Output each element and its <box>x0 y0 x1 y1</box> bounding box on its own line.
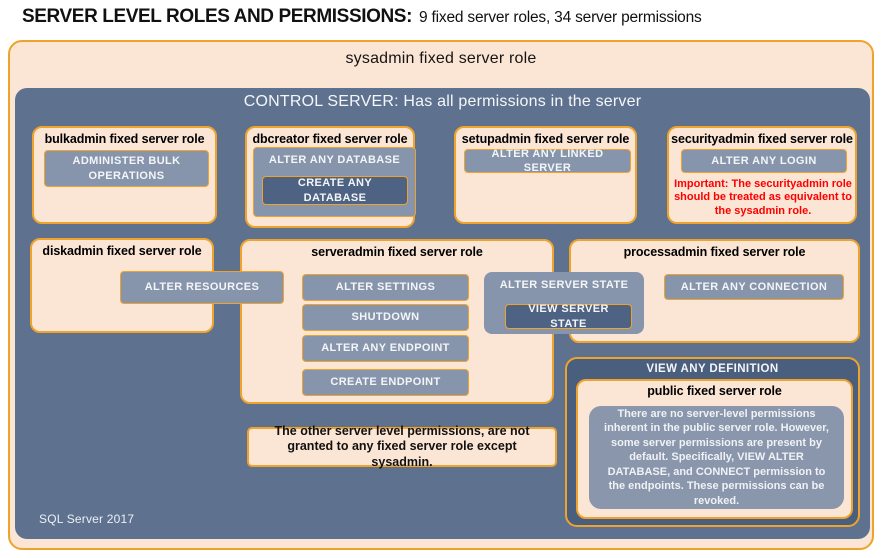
diskadmin-role-title: diskadmin fixed server role <box>42 244 202 258</box>
permission-alter-any-linked-server: ALTER ANY LINKED SERVER <box>464 148 631 174</box>
permission-alter-any-database-label: ALTER ANY DATABASE <box>268 154 401 166</box>
dbcreator-role-box: dbcreator fixed server role ALTER ANY DA… <box>245 126 416 228</box>
permission-alter-server-state-group: ALTER SERVER STATE VIEW SERVER STATE <box>484 272 644 334</box>
permission-view-server-state: VIEW SERVER STATE <box>505 303 632 330</box>
permission-alter-any-connection: ALTER ANY CONNECTION <box>664 274 844 300</box>
page-title: SERVER LEVEL ROLES AND PERMISSIONS: 9 fix… <box>22 6 702 28</box>
view-any-definition-box: VIEW ANY DEFINITION public fixed server … <box>565 357 860 527</box>
permission-alter-settings: ALTER SETTINGS <box>302 274 469 301</box>
other-permissions-note-box: The other server level permissions, are … <box>247 424 557 469</box>
serveradmin-role-box: serveradmin fixed server role ALTER SETT… <box>240 239 554 404</box>
sql-server-version-label: SQL Server 2017 <box>39 512 135 526</box>
page-title-detail: 9 fixed server roles, 34 server permissi… <box>419 9 702 26</box>
dbcreator-role-title: dbcreator fixed server role <box>252 132 408 146</box>
securityadmin-warning-text: Important: The securityadmin role should… <box>674 178 852 217</box>
setupadmin-role-title: setupadmin fixed server role <box>461 132 630 146</box>
permission-administer-bulk-operations: ADMINISTER BULK OPERATIONS <box>44 150 209 187</box>
bulkadmin-role-box: bulkadmin fixed server role ADMINISTER B… <box>32 126 217 224</box>
processadmin-role-title: processadmin fixed server role <box>623 245 806 259</box>
control-server-title: CONTROL SERVER: Has all permissions in t… <box>243 93 642 110</box>
public-role-title: public fixed server role <box>647 384 782 398</box>
permission-create-any-database: CREATE ANY DATABASE <box>262 176 408 205</box>
permission-create-endpoint: CREATE ENDPOINT <box>302 369 469 396</box>
sysadmin-role-title: sysadmin fixed server role <box>345 50 537 67</box>
securityadmin-role-box: securityadmin fixed server role ALTER AN… <box>667 126 857 224</box>
other-permissions-note-text: The other server level permissions, are … <box>274 423 530 469</box>
permission-shutdown: SHUTDOWN <box>302 304 469 331</box>
bulkadmin-role-title: bulkadmin fixed server role <box>44 132 205 146</box>
permission-alter-server-state-label: ALTER SERVER STATE <box>499 279 629 291</box>
securityadmin-role-title: securityadmin fixed server role <box>671 132 853 146</box>
sysadmin-role-box: sysadmin fixed server role CONTROL SERVE… <box>8 40 874 550</box>
setupadmin-role-box: setupadmin fixed server role ALTER ANY L… <box>454 126 637 224</box>
permission-alter-resources: ALTER RESOURCES <box>120 271 284 304</box>
public-role-description: There are no server-level permissions in… <box>589 406 844 509</box>
control-server-box: CONTROL SERVER: Has all permissions in t… <box>15 88 870 539</box>
view-any-definition-title: VIEW ANY DEFINITION <box>646 363 779 375</box>
permission-alter-any-login: ALTER ANY LOGIN <box>681 149 847 173</box>
serveradmin-role-title: serveradmin fixed server role <box>311 245 483 259</box>
permission-alter-any-endpoint: ALTER ANY ENDPOINT <box>302 335 469 362</box>
page-title-main: SERVER LEVEL ROLES AND PERMISSIONS: <box>22 6 413 27</box>
public-role-box: public fixed server role There are no se… <box>576 379 853 519</box>
